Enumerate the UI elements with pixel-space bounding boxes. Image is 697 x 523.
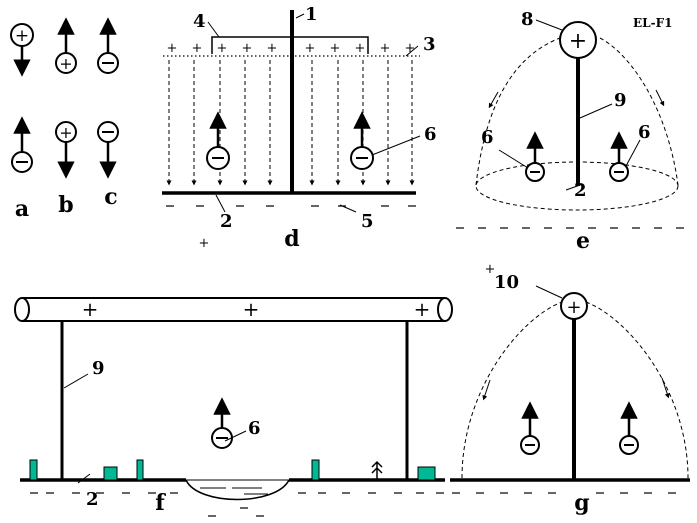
ion-b-top: + (55, 17, 77, 74)
ion-g-left (520, 401, 540, 455)
overhead-wire (22, 297, 445, 322)
plus-sign: + (569, 29, 587, 54)
plus-charge: + (414, 297, 431, 321)
plus-charge: + (243, 297, 260, 321)
field-dome (461, 301, 689, 479)
callout-10: 10 (494, 272, 519, 293)
callout-6-left: 6 (481, 127, 494, 148)
panel-label-f: f (155, 490, 166, 516)
plus-charge: + (405, 41, 416, 56)
pond-basin (185, 479, 290, 501)
plus-sign: + (15, 26, 29, 46)
plus-sign: + (566, 297, 581, 318)
plus-charge: + (82, 297, 99, 321)
panel-label-c: c (104, 184, 117, 210)
bush (417, 466, 436, 481)
leader-line-9 (63, 373, 89, 389)
panel-abc: + + + a b c (10, 17, 119, 222)
callout-9: 9 (614, 90, 627, 111)
positive-charges-layer: + + + + + + + + + + (167, 41, 416, 56)
callout-2: 2 (86, 489, 99, 510)
panel-label-a: a (15, 196, 29, 222)
leader-line-1 (295, 13, 305, 19)
ion-c-top (97, 17, 119, 74)
ion-f (211, 397, 233, 449)
ion-e-left (525, 131, 545, 182)
down-arrow-icon (661, 377, 670, 399)
panel-label-g: g (574, 490, 589, 516)
callout-2: 2 (574, 180, 587, 201)
wire-end-right (437, 297, 453, 322)
grass-blade (136, 459, 144, 481)
top-electrode (559, 21, 597, 59)
ion-right (350, 111, 374, 170)
leader-line-6-left (498, 149, 529, 169)
leader-line-2 (565, 183, 584, 191)
callout-8: 8 (521, 9, 534, 30)
leader-line-2 (215, 194, 226, 213)
plus-sign: + (59, 123, 72, 142)
ion-b-bottom: + (55, 121, 77, 179)
panel-d: + + + + + + + + + + 4 1 3 6 2 5 d + (162, 4, 437, 252)
plus-charge: + (167, 41, 178, 56)
grass-blade (29, 459, 38, 481)
panel-label-e: e (576, 228, 590, 254)
callout-5: 5 (361, 211, 374, 232)
top-electrode (560, 292, 588, 320)
panel-f: 9 6 2 f + + + (14, 297, 453, 517)
down-arrow-icon (482, 379, 491, 401)
callout-4: 4 (193, 11, 206, 32)
plus-charge: + (242, 41, 253, 56)
down-arrow-icon (488, 91, 499, 109)
grass-blade (311, 459, 320, 481)
leader-line-6 (371, 135, 421, 156)
leader-line-3 (405, 45, 419, 57)
plus-charge: + (380, 41, 391, 56)
plus-charge: + (267, 41, 278, 56)
panel-g: + 10 + g (450, 262, 690, 516)
plus-sign: + (59, 54, 72, 73)
leader-line-6 (224, 430, 247, 442)
wire-positive-charges: + + + (82, 297, 431, 321)
ion-g-right (619, 401, 639, 455)
callout-6: 6 (424, 124, 437, 145)
wire-end-left (14, 297, 30, 322)
panel-label-d: d (284, 226, 299, 252)
ground-negative-charges (30, 492, 444, 517)
callout-9: 9 (92, 358, 105, 379)
plus-charge: + (330, 41, 341, 56)
callout-3: 3 (423, 34, 436, 55)
leader-line-2 (77, 473, 91, 484)
diagram-id-label: EL-F1 (633, 16, 672, 30)
panel-label-b: b (58, 192, 73, 218)
callout-2: 2 (220, 211, 233, 232)
plus-charge: + (305, 41, 316, 56)
ion-a-top: + (10, 23, 34, 77)
leader-line-5 (339, 204, 357, 213)
ion-c-bottom (97, 121, 119, 179)
leader-line-4 (207, 21, 220, 38)
field-dome (475, 37, 679, 186)
plant-icon (371, 460, 383, 480)
leader-line-9 (579, 103, 613, 119)
ion-a-bottom (11, 116, 33, 173)
callout-6: 6 (248, 418, 261, 439)
callout-6-right: 6 (638, 122, 651, 143)
leader-line-8 (535, 19, 563, 31)
ion-e-right (609, 131, 629, 182)
plus-charge: + (192, 41, 203, 56)
plus-charge: + (217, 41, 228, 56)
panel-e: EL-F1 + 8 9 6 6 2 (456, 9, 684, 254)
callout-1: 1 (305, 4, 318, 25)
stray-plus-sign: + (485, 262, 496, 277)
plus-charge: + (355, 41, 366, 56)
leader-line-6-right (625, 139, 641, 167)
bush (103, 466, 118, 481)
down-arrow-icon (655, 89, 665, 107)
ion-left (206, 111, 230, 170)
stray-plus-sign: + (199, 236, 210, 251)
leader-line-10 (535, 285, 563, 299)
